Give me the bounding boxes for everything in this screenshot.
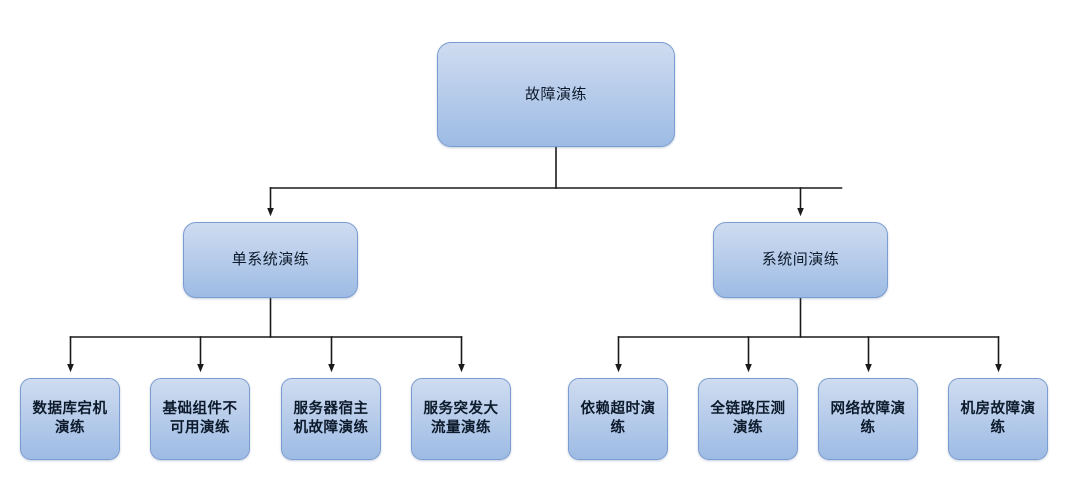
node-root-label: 故障演练 (524, 84, 587, 103)
node-branch-inter-system-drill[interactable]: 系统间演练 (713, 222, 888, 298)
node-leaf-label: 网络故障演 练 (830, 401, 906, 436)
node-leaf-full-link-stress-test-drill[interactable]: 全链路压测 演练 (698, 378, 798, 460)
node-root-fault-drill[interactable]: 故障演练 (437, 42, 675, 147)
connector-branch-right-to-leaves (615, 297, 1002, 373)
node-leaf-label: 服务器宿主 机故障演练 (293, 401, 369, 436)
node-leaf-base-component-unavailable-drill[interactable]: 基础组件不 可用演练 (150, 378, 250, 460)
node-leaf-label: 数据库宕机 演练 (32, 401, 108, 436)
node-leaf-label: 机房故障演 练 (960, 401, 1036, 436)
connector-root-to-branches (267, 146, 843, 217)
node-leaf-datacenter-failure-drill[interactable]: 机房故障演 练 (948, 378, 1048, 460)
node-branch-label: 单系统演练 (231, 250, 310, 269)
node-leaf-label: 依赖超时演 练 (580, 401, 656, 436)
node-branch-single-system-drill[interactable]: 单系统演练 (183, 222, 358, 298)
node-leaf-database-crash-drill[interactable]: 数据库宕机 演练 (20, 378, 120, 460)
node-leaf-network-failure-drill[interactable]: 网络故障演 练 (818, 378, 918, 460)
node-branch-label: 系统间演练 (761, 250, 840, 269)
node-leaf-label: 基础组件不 可用演练 (162, 401, 238, 436)
node-leaf-label: 服务突发大 流量演练 (423, 401, 499, 436)
connector-branch-left-to-leaves (67, 297, 465, 373)
node-leaf-traffic-burst-drill[interactable]: 服务突发大 流量演练 (411, 378, 511, 460)
node-leaf-server-host-failure-drill[interactable]: 服务器宿主 机故障演练 (281, 378, 381, 460)
node-leaf-label: 全链路压测 演练 (710, 401, 786, 436)
node-leaf-dependency-timeout-drill[interactable]: 依赖超时演 练 (568, 378, 668, 460)
